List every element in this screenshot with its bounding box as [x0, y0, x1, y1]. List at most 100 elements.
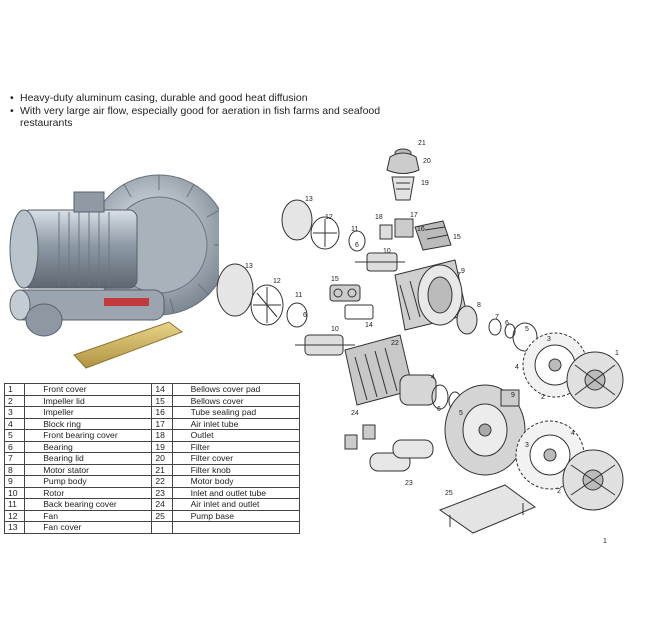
callout-18: 18 — [375, 214, 383, 221]
part-name: Filter — [171, 440, 301, 453]
part-number: 14 — [151, 383, 173, 396]
callout-10b: 10 — [331, 326, 339, 333]
part-number: 16 — [151, 406, 173, 419]
part-number: 19 — [151, 440, 173, 453]
part-number: 2 — [3, 394, 26, 407]
callout-1a: 1 — [615, 350, 619, 357]
part-name: Air inlet tube — [171, 417, 301, 430]
feature-bullet-2: With very large air flow, especially goo… — [10, 105, 390, 130]
part-number — [151, 521, 173, 534]
part-name: Tube sealing pad — [171, 406, 301, 419]
callout-13b: 13 — [245, 263, 253, 270]
part-name: Pump body — [24, 475, 153, 488]
callout-23: 23 — [405, 480, 413, 487]
part-number: 9 — [3, 475, 26, 488]
callout-24: 24 — [351, 410, 359, 417]
part-number: 5 — [3, 429, 26, 442]
callout-6d: 6 — [437, 406, 441, 413]
part-name: Motor body — [171, 475, 301, 488]
callout-7a: 7 — [457, 272, 461, 279]
bellows-pads — [329, 284, 374, 320]
callout-4c: 4 — [571, 430, 575, 437]
pump-body-lower — [444, 384, 526, 476]
part-number: 22 — [151, 475, 173, 488]
part-name: Rotor — [24, 486, 153, 499]
callout-17: 17 — [410, 212, 418, 219]
part-name: Air inlet and outlet — [171, 498, 301, 511]
part-number: 24 — [151, 498, 173, 511]
callout-7b: 7 — [495, 314, 499, 321]
part-number: 1 — [3, 383, 26, 396]
part-name: Front bearing cover — [24, 429, 153, 442]
part-number: 11 — [3, 498, 26, 511]
motor-stator-housing — [394, 259, 468, 331]
fan-cover-upper — [281, 199, 366, 252]
fan-cover-left — [216, 263, 308, 328]
part-number: 4 — [3, 417, 26, 430]
callout-22: 22 — [391, 340, 399, 347]
bearing-chain-upper — [456, 305, 538, 352]
part-number: 25 — [151, 509, 173, 522]
part-name: Back bearing cover — [24, 498, 153, 511]
rotor-upper — [355, 252, 405, 272]
part-name: Outlet — [171, 429, 301, 442]
callout-9a: 9 — [461, 268, 465, 275]
callout-6b: 6 — [303, 312, 307, 319]
callout-21: 21 — [418, 140, 426, 147]
air-inlet-tube-parts — [379, 218, 452, 251]
part-number: 6 — [3, 440, 26, 453]
part-name: Bellows cover pad — [171, 383, 301, 396]
callout-14: 14 — [365, 322, 373, 329]
blower-product-illustration — [9, 174, 219, 369]
callout-10a: 10 — [383, 248, 391, 255]
callout-12a: 12 — [325, 214, 333, 221]
pump-base — [438, 484, 537, 534]
callout-11b: 11 — [295, 292, 302, 299]
part-name: Block ring — [24, 417, 153, 430]
part-number: 13 — [3, 521, 26, 534]
front-cover-lower — [562, 449, 624, 511]
part-number: 23 — [151, 486, 173, 499]
callout-25: 25 — [445, 490, 453, 497]
callout-13a: 13 — [305, 196, 313, 203]
part-callouts: 21 20 19 18 17 16 15 13 12 11 10 6 13 12… — [245, 140, 619, 545]
part-number: 20 — [151, 452, 173, 465]
part-name: Front cover — [24, 383, 153, 396]
part-number: 21 — [151, 463, 173, 476]
callout-1b: 1 — [603, 538, 607, 545]
callout-9b: 9 — [511, 392, 515, 399]
front-cover-upper — [566, 351, 624, 409]
callout-3b: 3 — [525, 442, 529, 449]
part-name: Fan cover — [24, 521, 153, 534]
part-name: Inlet and outlet tube — [171, 486, 301, 499]
exploded-parts-diagram: 21 20 19 18 17 16 15 13 12 11 10 6 13 12… — [216, 140, 624, 545]
callout-20: 20 — [423, 158, 431, 165]
part-number: 3 — [3, 406, 26, 419]
part-name: Bearing lid — [24, 452, 153, 465]
callout-5b: 5 — [459, 410, 463, 417]
part-name: Bellows cover — [171, 394, 301, 407]
callout-2b: 2 — [557, 488, 561, 495]
inlet-outlet-tubes — [344, 424, 434, 472]
callout-15b: 15 — [331, 276, 339, 283]
callout-12b: 12 — [273, 278, 281, 285]
callout-4a: 4 — [515, 364, 519, 371]
feature-bullets: Heavy-duty aluminum casing, durable and … — [10, 92, 390, 130]
part-number: 10 — [3, 486, 26, 499]
part-number: 18 — [151, 429, 173, 442]
callout-3a: 3 — [547, 336, 551, 343]
part-number: 17 — [151, 417, 173, 430]
part-name: Motor stator — [24, 463, 153, 476]
callout-19: 19 — [421, 180, 429, 187]
